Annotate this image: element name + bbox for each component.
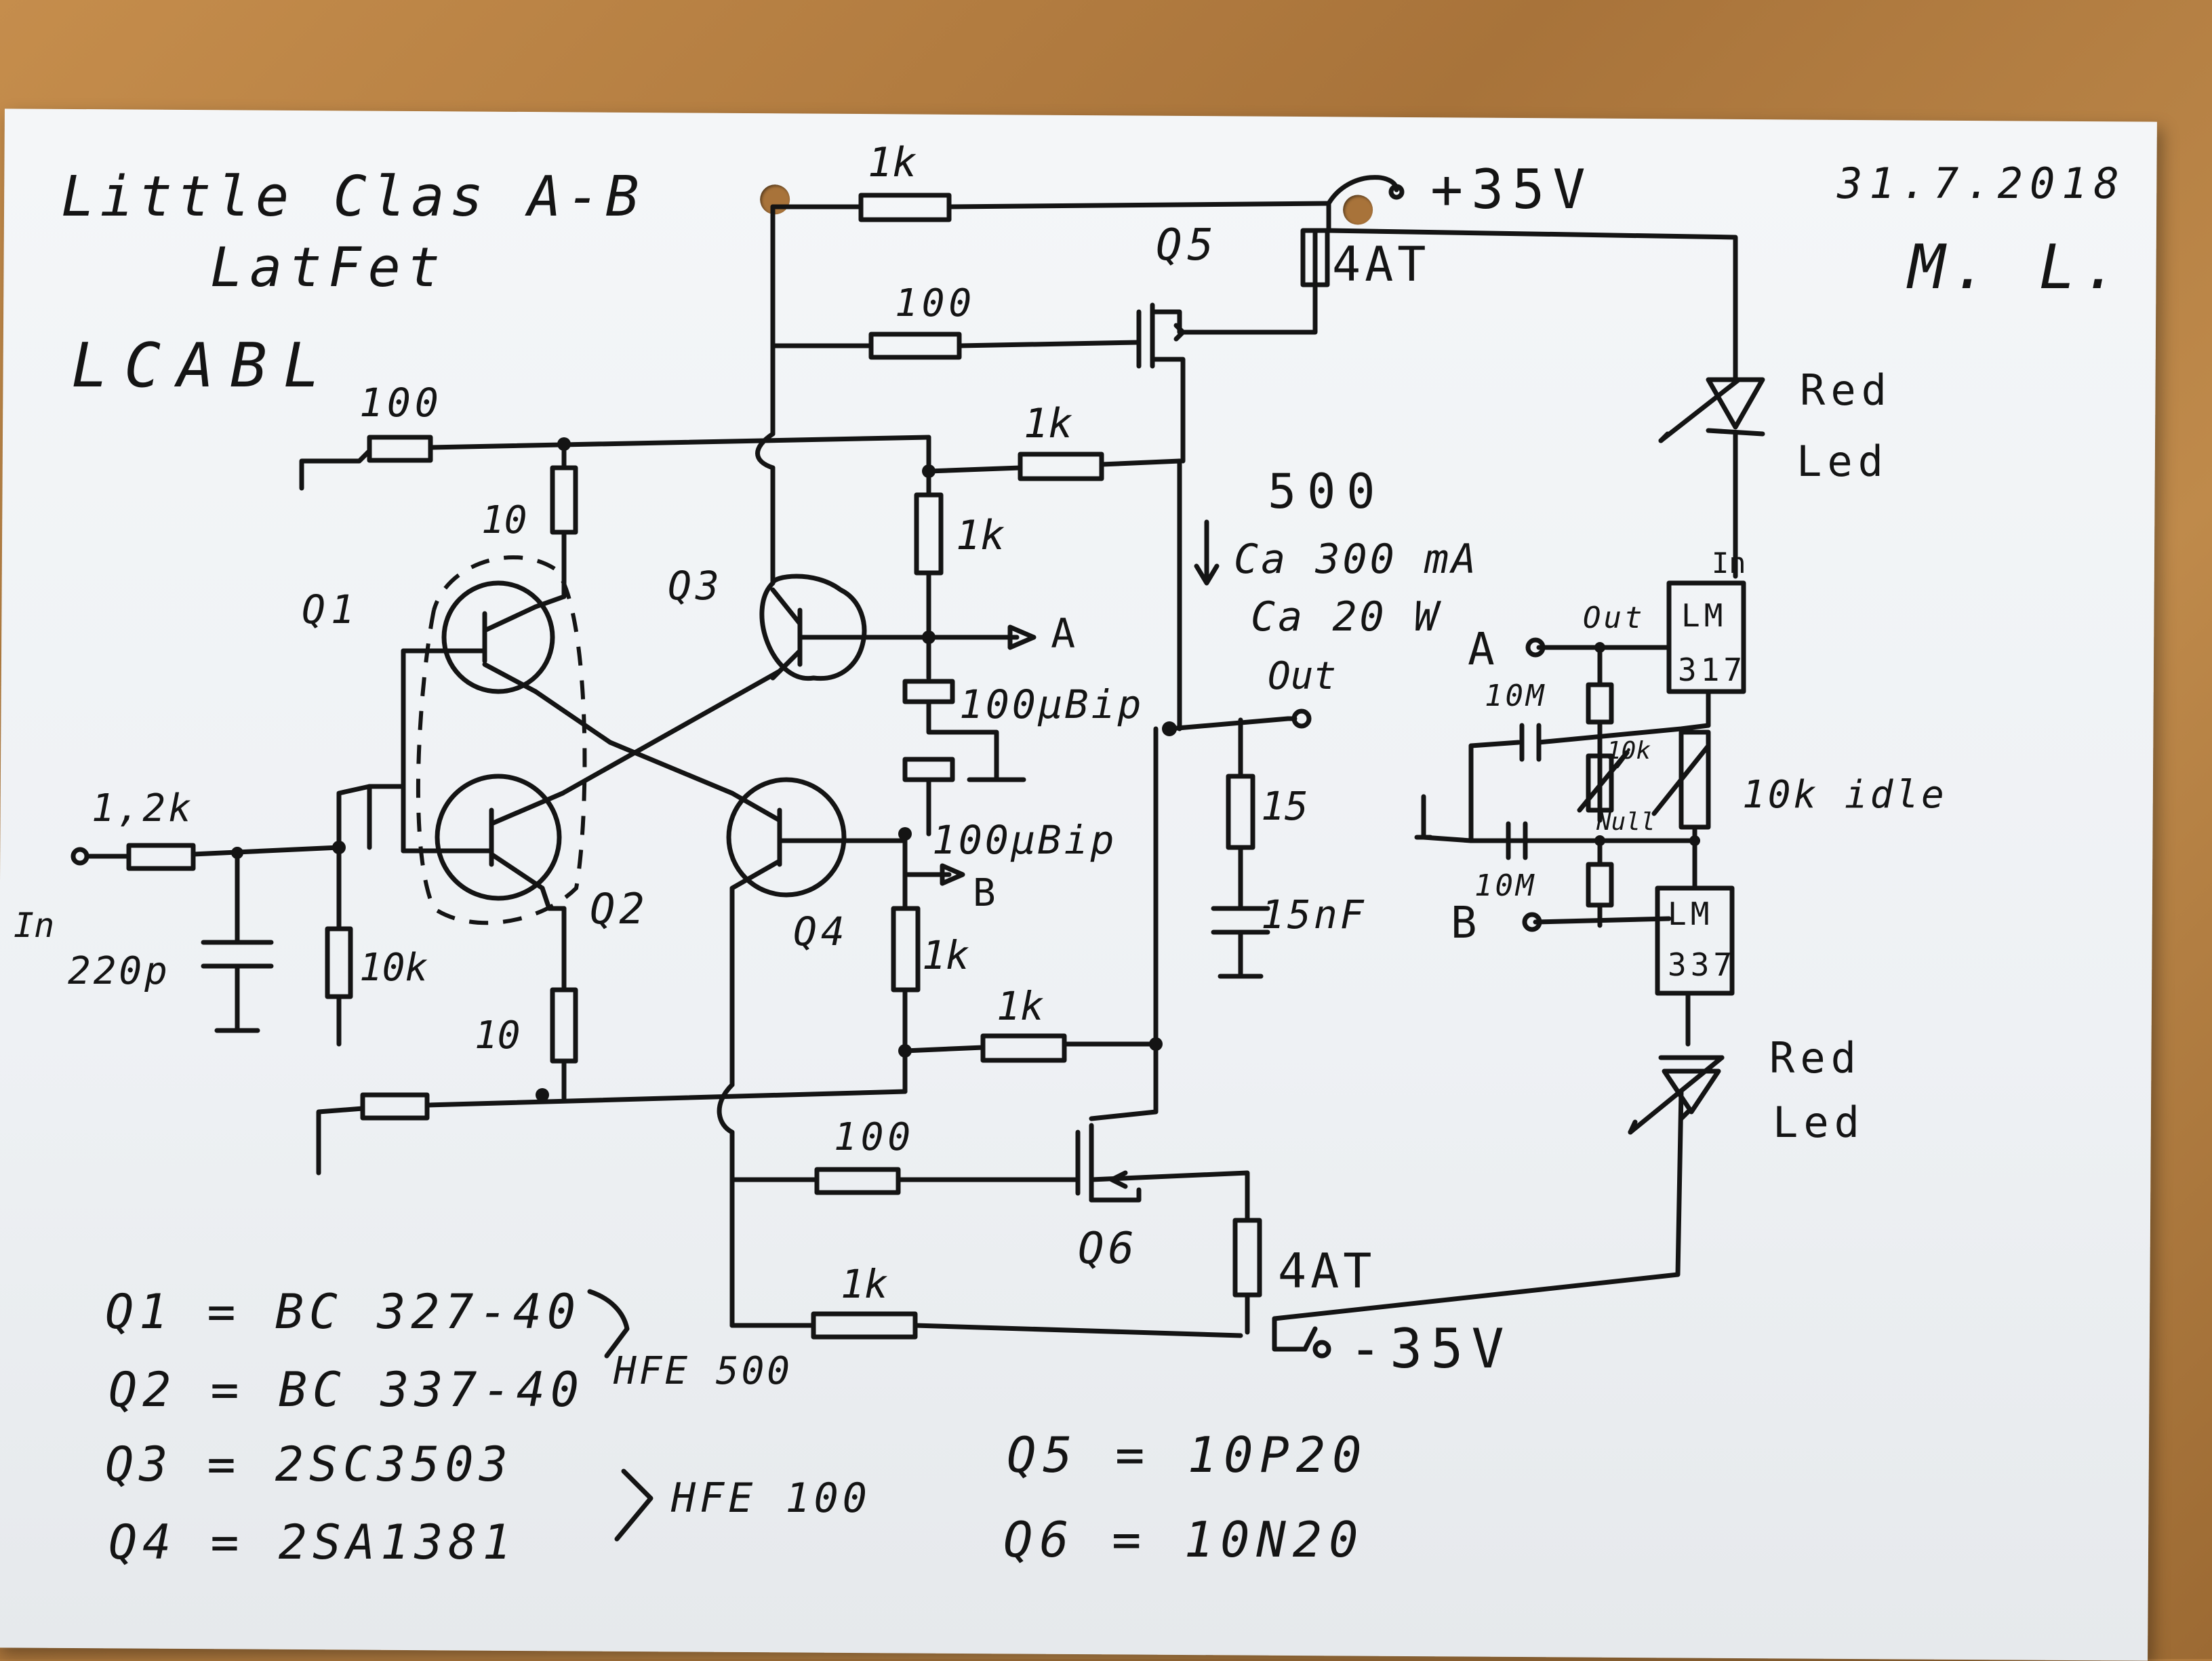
trim-network (1414, 723, 1711, 932)
q3-collector-network (914, 435, 1182, 650)
title-line-1: Little Clas A-B (61, 165, 645, 229)
label-power: Ca 20 W (1251, 593, 1441, 641)
label-r-top-1k: 1k (868, 139, 917, 186)
label-reg-bot-2: 337 (1668, 946, 1737, 983)
label-led-bot-2: Led (1773, 1098, 1865, 1147)
date-label: 31.7.2018 (1837, 159, 2126, 208)
supply-negative: -35V (1349, 1317, 1512, 1380)
left-bias-chain (299, 343, 931, 599)
label-reg-top-1: LM (1681, 597, 1727, 634)
label-fuse-bot: 4AT (1278, 1243, 1376, 1299)
lower-bias-chain (316, 906, 908, 1182)
part-q2: Q2 = BC 337-40 (108, 1362, 585, 1418)
part-q6: Q6 = 10N20 (1003, 1511, 1365, 1568)
lm337-regulator (1655, 885, 1735, 1047)
label-q1: Q1 (302, 586, 360, 633)
part-q4: Q4 = 2SA1381 (108, 1515, 517, 1570)
label-led-bot-1: Red (1769, 1033, 1862, 1083)
bipolar-caps (898, 635, 1026, 841)
lm317-regulator (1525, 580, 1746, 823)
label-reg-bot-1: LM (1668, 896, 1714, 932)
part-hfe-q34: HFE 100 (671, 1475, 871, 1522)
label-b-node: B (973, 871, 996, 915)
thermal-coupling-outline (416, 555, 587, 925)
label-r-q3-out: 1k (1024, 400, 1073, 447)
led-top (1658, 377, 1765, 579)
part-q3: Q3 = 2SC3503 (105, 1437, 513, 1492)
label-led-top-2: Led (1796, 437, 1889, 486)
signature: M. L. (1908, 232, 2126, 303)
q1-transistor (401, 580, 613, 745)
label-cap-top: 100µBip (959, 681, 1144, 727)
q2-transistor (401, 668, 782, 911)
bottom-rail (729, 1089, 1684, 1359)
label-r-10m-top: 10M (1485, 679, 1547, 713)
part-q1: Q1 = BC 327-40 (105, 1284, 582, 1340)
label-a-input: A (1468, 623, 1495, 675)
label-q4: Q4 (793, 908, 849, 955)
label-r-in: 1,2k (92, 786, 194, 830)
top-rail (770, 175, 1738, 382)
label-r-q4-out: 1k (997, 983, 1044, 1029)
label-r-zobel: 15 (1261, 783, 1308, 829)
q6-mosfet (729, 1041, 1250, 1328)
label-b-input: B (1451, 898, 1477, 948)
part-q5: Q5 = 10P20 (1007, 1426, 1369, 1483)
label-reg-in: In (1712, 546, 1746, 580)
label-in: In (14, 906, 55, 945)
part-hfe-q12: HFE 500 (614, 1349, 793, 1393)
label-r-10m-bot: 10M (1474, 868, 1537, 903)
led-bottom (1628, 1055, 1725, 1135)
label-fuse-top: 4AT (1332, 237, 1430, 292)
q4-transistor (607, 740, 1163, 1094)
label-r-gate-top: 100 (895, 281, 976, 325)
label-c-in: 220p (68, 949, 170, 993)
label-current: Ca 300 mA (1234, 536, 1479, 583)
label-reg-out: Out (1583, 601, 1645, 635)
title-line-3: LCABL (71, 330, 336, 401)
label-q5: Q5 (1156, 220, 1220, 271)
label-r-q4-col: 1k (922, 932, 969, 978)
label-r-q3-col: 1k (956, 512, 1005, 559)
label-led-top-1: Red (1800, 365, 1892, 415)
label-idle-pot: 10k idle (1742, 773, 1947, 817)
title-line-2: LatFet (210, 236, 447, 299)
label-pot-null: Null (1596, 808, 1655, 836)
label-cap-bot: 100µBip (932, 817, 1117, 863)
part-brackets (587, 1289, 653, 1542)
q3-transistor (759, 465, 931, 681)
label-r-q1-em: 10 (481, 498, 527, 542)
supply-positive: +35V (1430, 158, 1594, 221)
label-q3: Q3 (668, 563, 723, 609)
label-r-gate-bot: 100 (834, 1115, 915, 1159)
label-r-q2-em: 10 (475, 1014, 521, 1058)
label-bias-500: 500 (1268, 464, 1386, 519)
label-r-bot-1k: 1k (841, 1261, 888, 1307)
label-q6: Q6 (1078, 1224, 1139, 1274)
input-network (71, 648, 406, 1047)
label-out-node: Out (1268, 654, 1337, 698)
fuse-top (1190, 228, 1330, 335)
label-c-zobel: 15nF (1261, 892, 1367, 938)
label-reg-top-2: 317 (1678, 652, 1747, 688)
q5-mosfet (770, 302, 1196, 464)
label-q2: Q2 (590, 884, 649, 934)
label-r-gnd-top: 100 (359, 380, 443, 426)
label-a-node: A (1051, 610, 1076, 658)
output-zobel (1153, 458, 1312, 1047)
label-r-bias: 10k (359, 946, 428, 990)
label-pot-10k: 10k (1607, 737, 1651, 765)
